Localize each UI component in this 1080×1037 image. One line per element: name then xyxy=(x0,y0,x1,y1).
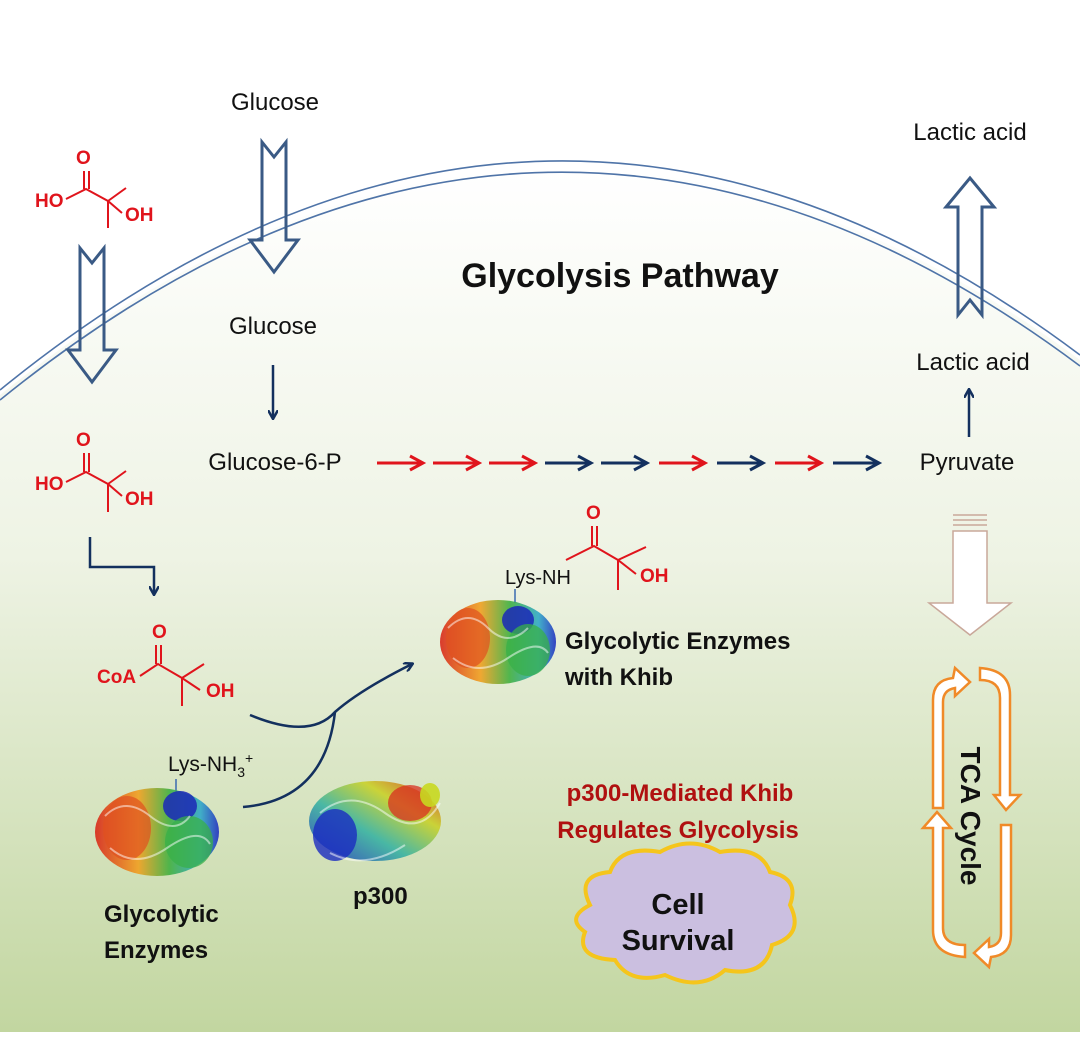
khib-molecule: O OH xyxy=(565,503,669,590)
label-glucose-outside: Glucose xyxy=(231,89,319,116)
block-arrow-down-icon xyxy=(65,243,119,385)
label-glucose-6p: Glucose-6-P xyxy=(208,449,341,476)
label-mediated-line2: Regulates Glycolysis xyxy=(557,817,798,844)
label-cell: Cell xyxy=(651,889,704,921)
label-lys-nh: Lys-NH xyxy=(505,567,571,589)
arrow-hib-to-coa xyxy=(88,537,154,594)
pathway-arrow xyxy=(717,454,767,472)
svg-text:OH: OH xyxy=(640,566,669,587)
label-pyruvate: Pyruvate xyxy=(920,449,1015,476)
protein-structure-icon xyxy=(95,788,219,876)
block-arrow-down-icon xyxy=(247,137,301,275)
hollow-arrow-down-icon xyxy=(926,514,1014,636)
hib-molecule-outside: O HO OH xyxy=(35,148,154,228)
p300-structure-icon xyxy=(309,781,441,862)
pathway-arrow-chain xyxy=(377,454,883,472)
svg-text:OH: OH xyxy=(206,681,235,702)
svg-text:O: O xyxy=(152,622,167,643)
svg-text:OH: OH xyxy=(125,205,154,226)
pathway-arrow xyxy=(433,454,483,472)
cloud-icon xyxy=(574,841,797,985)
label-p300: p300 xyxy=(353,883,408,910)
pathway-arrow xyxy=(601,454,651,472)
label-lys-nh3: Lys-NH3+ xyxy=(168,750,253,780)
reaction-curve-lys xyxy=(242,711,337,809)
label-glucose-inside: Glucose xyxy=(229,313,317,340)
svg-text:CoA: CoA xyxy=(97,667,136,688)
label-enzymes-line1: Glycolytic xyxy=(104,901,219,928)
label-tca-cycle: TCA Cycle xyxy=(955,746,986,885)
cell-body xyxy=(0,168,1080,1032)
svg-text:O: O xyxy=(76,148,91,169)
pathway-arrow xyxy=(833,454,883,472)
cell-membrane-inner xyxy=(0,171,1080,401)
pathway-arrow xyxy=(489,454,539,472)
tca-cycle-icon xyxy=(920,665,1023,970)
cell-membrane-outer xyxy=(0,160,1080,391)
svg-text:O: O xyxy=(586,503,601,524)
hib-coa-molecule: O CoA OH xyxy=(97,622,235,706)
label-lactic-inside: Lactic acid xyxy=(916,349,1029,376)
pathway-arrow xyxy=(659,454,709,472)
label-mediated-line1: p300-Mediated Khib xyxy=(567,780,794,807)
label-lactic-outside: Lactic acid xyxy=(913,119,1026,146)
label-survival: Survival xyxy=(622,925,735,957)
svg-text:OH: OH xyxy=(125,489,154,510)
hib-molecule-inside: O HO OH xyxy=(35,430,154,512)
svg-text:HO: HO xyxy=(35,191,64,212)
pathway-arrow xyxy=(545,454,595,472)
label-enzymes-khib-line2: with Khib xyxy=(564,664,673,691)
pathway-arrow xyxy=(775,454,825,472)
block-arrow-up-icon xyxy=(942,175,998,320)
svg-text:HO: HO xyxy=(35,474,64,495)
label-enzymes-khib-line1: Glycolytic Enzymes xyxy=(565,628,790,655)
svg-text:O: O xyxy=(76,430,91,451)
pathway-arrow xyxy=(377,454,427,472)
diagram-title: Glycolysis Pathway xyxy=(461,257,779,295)
label-enzymes-line2: Enzymes xyxy=(104,937,208,964)
protein-structure-icon xyxy=(440,600,556,684)
